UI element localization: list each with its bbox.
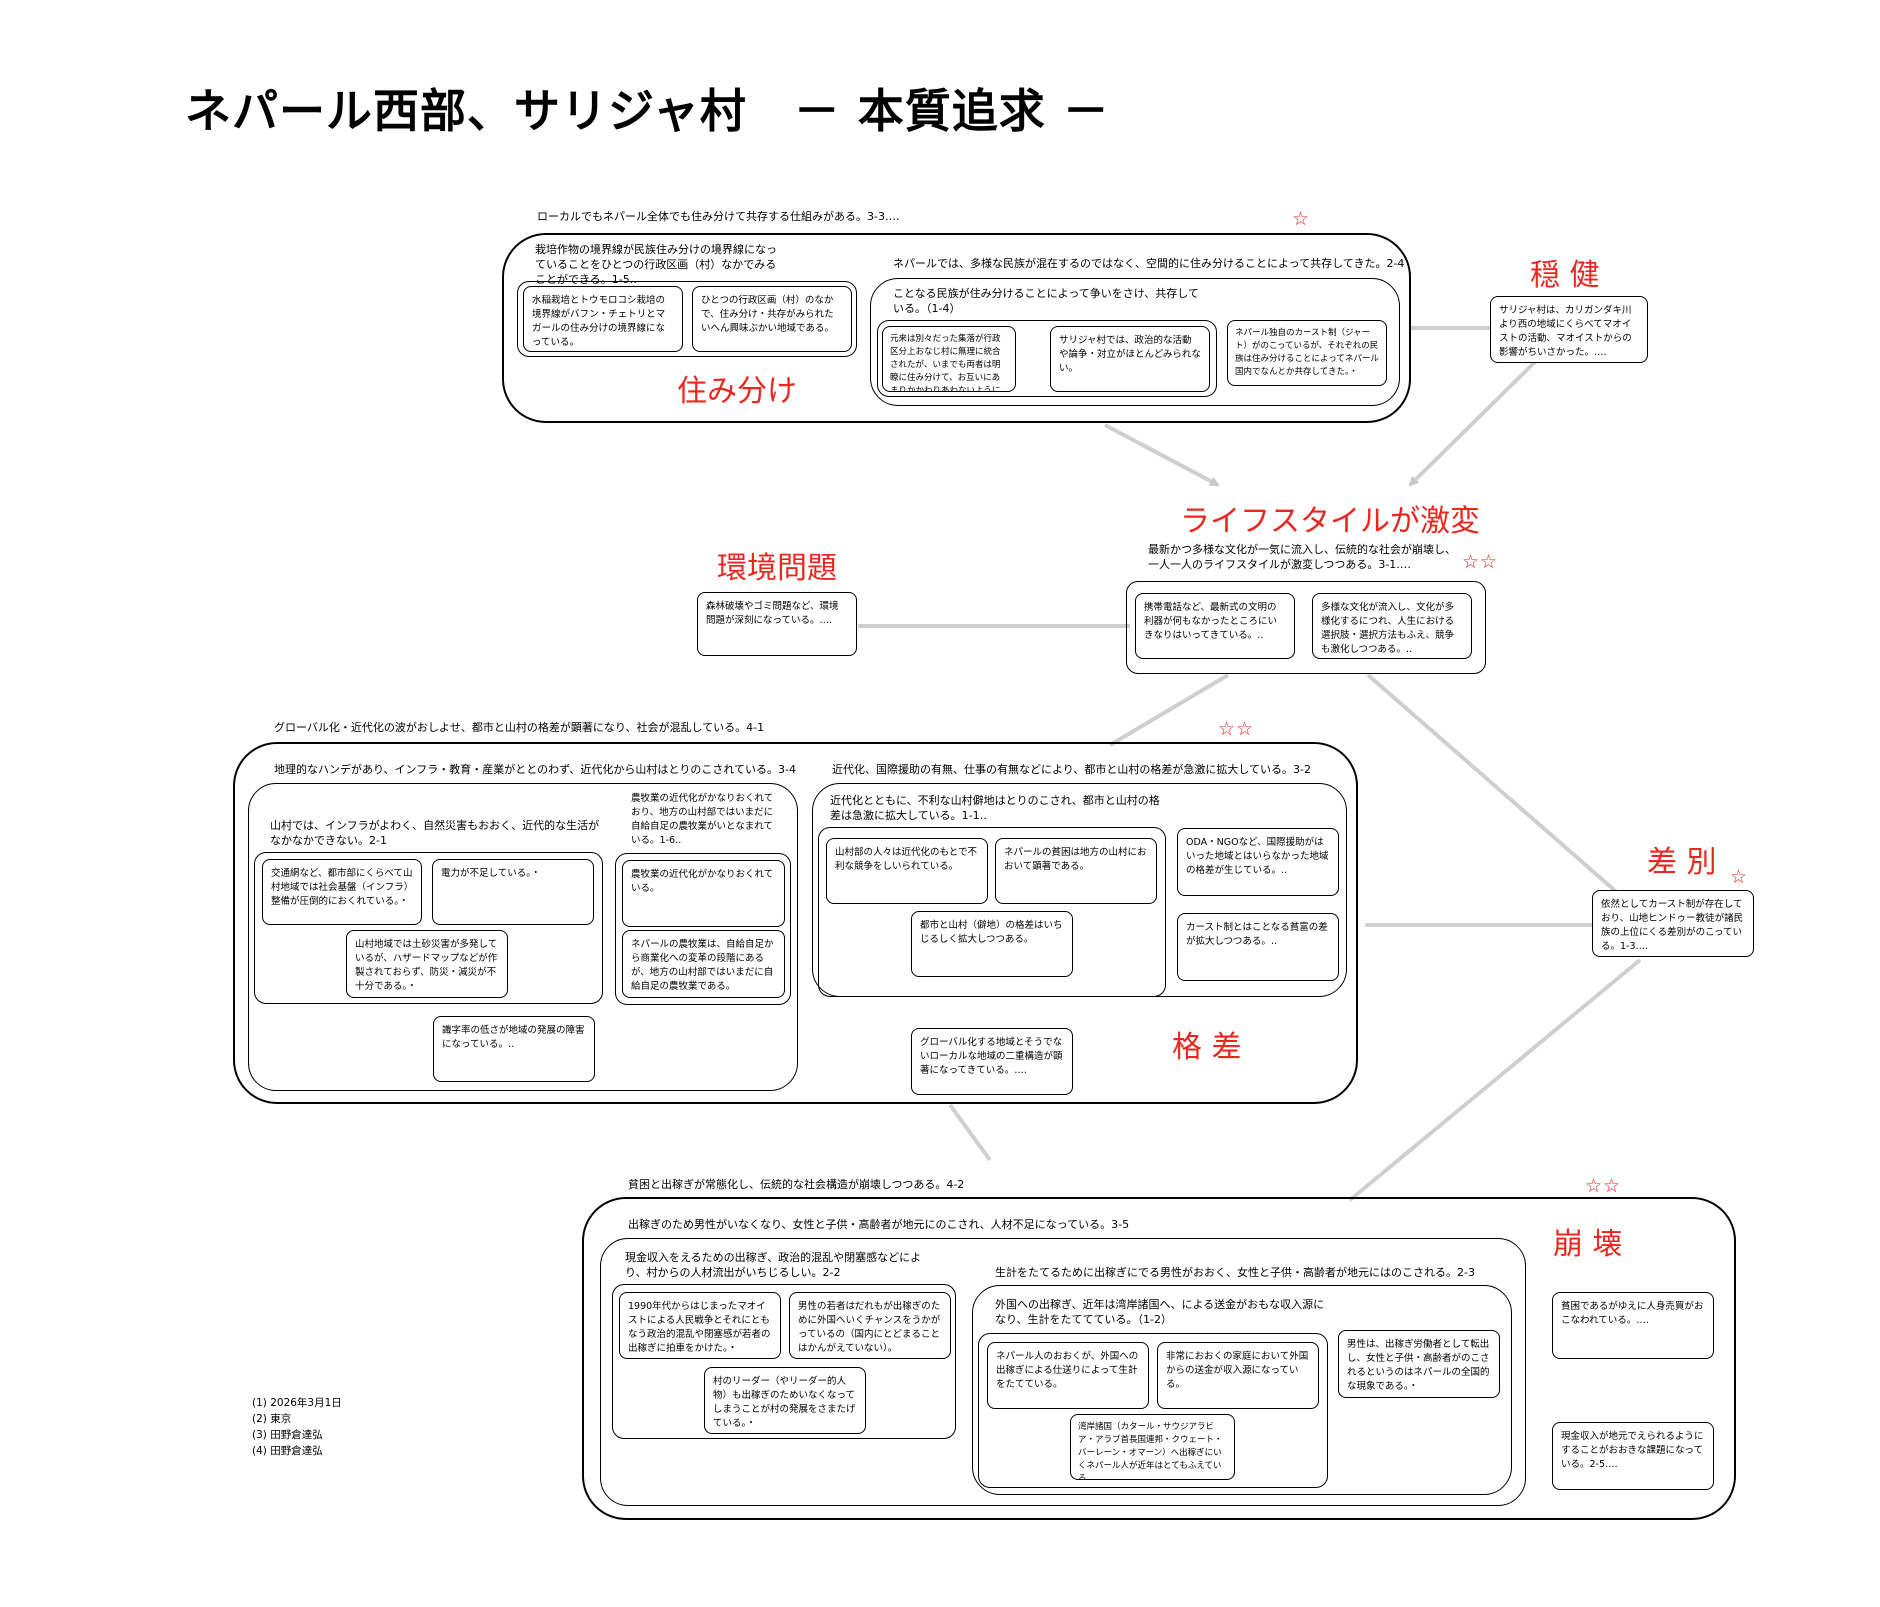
note-urban-rural-gap: 都市と山村（僻地）の格差はいちじるしく拡大しつつある。 xyxy=(911,911,1073,977)
migration-caption: 現金収入をえるための出稼ぎ、政治的混乱や閉塞感などにより、村からの人材流出がいち… xyxy=(625,1251,922,1279)
note-wealth-gap: カースト制とはことなる貧富の差が拡大しつつある。‥ xyxy=(1177,913,1339,981)
note-remittance-livelihood: ネパール人のおおくが、外国への出稼ぎによる仕送りによって生計をたてている。 xyxy=(987,1342,1149,1409)
group-c-left-caption: 地理的なハンデがあり、インフラ・教育・産業がととのわず、近代化から山村はとりのこ… xyxy=(274,763,796,776)
label-onken: 穏 健 xyxy=(1530,258,1600,293)
label-houkai: 崩 壊 xyxy=(1553,1227,1623,1262)
footnote-line: (1) 2026年3月1日 xyxy=(252,1397,342,1409)
note-gulf-states: 湾岸諸国（カタール・サウジアラビア・アラブ首長国連邦・クウェート・バーレーン・オ… xyxy=(1070,1414,1235,1480)
star-sumiwake: ☆ xyxy=(1292,208,1311,230)
label-sumiwake: 住み分け xyxy=(677,374,797,409)
label-kakusa: 格 差 xyxy=(1172,1030,1242,1065)
note-caste-coexistence: ネパール独自のカースト制（ジャート）がのこっているが、それぞれの民族は住み分ける… xyxy=(1227,320,1387,386)
group-d-sub-caption: 出稼ぎのため男性がいなくなり、女性と子供・高齢者が地元にのこされ、人材不足になっ… xyxy=(628,1218,1130,1231)
group-a-caption: ローカルでもネパール全体でも住み分けて共存する仕組みがある。3-3‥‥ xyxy=(537,210,900,223)
group-d-caption: 貧困と出稼ぎが常態化し、伝統的な社会構造が崩壊しつつある。4-2 xyxy=(628,1178,965,1191)
note-agri-modernization: 農牧業の近代化がかなりおくれている。 xyxy=(622,860,785,927)
note-diverse-culture: 多様な文化が流入し、文化が多様化するにつれ、人生における選択肢・選択方法もふえ、… xyxy=(1312,593,1472,659)
group-b-caption: 最新かつ多様な文化が一気に流入し、伝統的な社会が崩壊し、一人一人のライフスタイル… xyxy=(1148,543,1456,571)
note-no-political-conflict: サリジャ村では、政治的な活動や論争・対立がほとんどみられない。 xyxy=(1050,326,1210,392)
group-c-left-cluster xyxy=(248,783,798,1091)
group-c-caption: グローバル化・近代化の波がおしよせ、都市と山村の格差が顕著になり、社会が混乱して… xyxy=(274,721,765,734)
note-rural-poverty: ネパールの貧困は地方の山村におおいて顕著である。 xyxy=(995,838,1157,904)
note-infrastructure: 交通網など、都市部にくらべて山村地域では社会基盤（インフラ）整備が圧倒的におくれ… xyxy=(262,859,422,925)
group-c-right-caption: 近代化、国際援助の有無、仕事の有無などにより、都市と山村の格差が急激に拡大してい… xyxy=(832,763,1311,776)
note-power-shortage: 電力が不足している。・ xyxy=(432,859,594,925)
note-landslides: 山村地域では土砂災害が多発しているが、ハザードマップなどが作製されておらず、防災… xyxy=(346,930,508,998)
agri-caption: 農牧業の近代化がかなりおくれており、地方の山村部ではいまだに自給自足の農牧業がい… xyxy=(631,793,774,846)
gap-cluster xyxy=(818,827,1166,997)
infra-caption: 山村では、インフラがよわく、自然災害もおおく、近代的な生活がなかなかできない。2… xyxy=(270,819,600,847)
line-lifestyle-sabetsu xyxy=(1366,673,1622,897)
group-a-inner-caption: ことなる民族が住み分けることによって争いをさけ、共存している。（1-4） xyxy=(893,287,1199,315)
group-b-container xyxy=(1126,581,1486,674)
star-sabetsu: ☆ xyxy=(1730,866,1749,888)
star-houkai: ☆☆ xyxy=(1585,1175,1622,1197)
group-d-inner-container xyxy=(600,1238,1526,1506)
note-boundary-line: 水稲栽培とトウモロコシ栽培の境界線がバフン・チェトリとマガールの住み分けの境界線… xyxy=(523,286,683,352)
group-a-inner-cluster xyxy=(877,320,1217,397)
group-a-right-caption: ネパールでは、多様な民族が混在するのではなく、空間的に住み分けることによって共存… xyxy=(893,257,1405,270)
note-local-income: 現金収入が地元でえられるようにすることがおおきな課題になっている。2-5‥‥ xyxy=(1552,1422,1714,1490)
line-kakusa-houkai xyxy=(948,1103,992,1162)
note-onken: サリジャ村は、カリガンダキ川より西の地域にくらべてマオイストの活動、マオイストか… xyxy=(1490,296,1648,363)
note-separate-settlements: 元来は別々だった集落が行政区分上おなじ村に無理に統合されたが、いまでも両者は明瞭… xyxy=(882,326,1016,392)
group-a-left-cluster xyxy=(517,281,857,357)
group-a-container xyxy=(502,233,1411,423)
footnote-line: (2) 東京 xyxy=(252,1413,292,1425)
livelihood-caption: 生計をたてるために出稼ぎにでる男性がおおく、女性と子供・高齢者が地元にはのこされ… xyxy=(995,1266,1475,1279)
infra-cluster xyxy=(254,852,603,1004)
arrow-sumiwake-to-lifestyle xyxy=(1104,423,1220,487)
page-title: ネパール西部、サリジャ村 － 本質追求 － xyxy=(185,84,1110,138)
line-sabetsu-houkai xyxy=(1348,958,1642,1202)
star-kakusa: ☆☆ xyxy=(1218,718,1255,740)
note-men-leave: 男性は、出稼ぎ労働者として転出し、女性と子供・高齢者がのこされるというのはネパー… xyxy=(1338,1330,1500,1398)
note-dual-structure: グローバル化する地域とそうでないローカルな地域の二重構造が顕著になってきている。… xyxy=(911,1028,1073,1095)
group-c-container xyxy=(233,742,1358,1104)
footnote-line: (4) 田野倉達弘 xyxy=(252,1445,323,1457)
star-lifestyle: ☆☆ xyxy=(1462,551,1499,573)
abroad-caption: 外国への出稼ぎ、近年は湾岸諸国へ、による送金がおもな収入源になり、生計をたててて… xyxy=(995,1298,1325,1326)
abroad-cluster xyxy=(978,1333,1328,1488)
note-trafficking: 貧困であるがゆえに人身売買がおこなわれている。‥‥ xyxy=(1552,1292,1714,1359)
note-maoist-war: 1990年代からはじまったマオイストによる人民戦争とそれにともなう政治的混乱や閉… xyxy=(619,1292,781,1359)
note-coexistence-village: ひとつの行政区画（村）のなかで、住み分け・共存がみられたいへん興味ぶかい地域であ… xyxy=(692,286,852,352)
footnote-line: (3) 田野倉達弘 xyxy=(252,1429,323,1441)
line-lifestyle-kakusa xyxy=(1108,673,1230,747)
migration-cluster xyxy=(612,1284,956,1439)
label-kankyo: 環境問題 xyxy=(717,551,837,586)
note-subsistence-farming: ネパールの農牧業は、自給自足から商業化への変革の段階にあるが、地方の山村部ではい… xyxy=(622,930,785,998)
label-sabetsu: 差 別 xyxy=(1647,845,1717,880)
note-young-men-abroad: 男性の若者はだれもが出稼ぎのために外国へいくチャンスをうかがっているの（国内にと… xyxy=(789,1292,951,1359)
label-lifestyle: ライフスタイルが激変 xyxy=(1180,504,1480,539)
note-sabetsu: 依然としてカースト制が存在しており、山地ヒンドゥー教徒が諸民族の上位にくる差別が… xyxy=(1592,890,1754,957)
note-unfair-competition: 山村部の人々は近代化のもとで不利な競争をしいられている。 xyxy=(826,838,988,904)
arrow-onken-to-lifestyle xyxy=(1408,360,1537,487)
note-remittance-income: 非常におおくの家庭において外国からの送金が収入源になっている。 xyxy=(1157,1342,1319,1409)
gap-caption: 近代化とともに、不利な山村僻地はとりのこされ、都市と山村の格差は急激に拡大してい… xyxy=(830,794,1160,822)
group-d-container xyxy=(582,1197,1736,1520)
note-village-leaders: 村のリーダー（やリーダー的人物）も出稼ぎのためいなくなってしまうことが村の発展を… xyxy=(704,1367,866,1434)
group-a-left-caption: 栽培作物の境界線が民族住み分けの境界線になっていることをひとつの行政区画（村）な… xyxy=(535,243,777,286)
group-a-right-cluster xyxy=(870,278,1400,406)
footnotes: (1) 2026年3月1日 (2) 東京 (3) 田野倉達弘 (4) 田野倉達弘 xyxy=(252,1395,342,1459)
note-literacy: 識字率の低さが地域の発展の障害になっている。‥ xyxy=(433,1016,595,1082)
note-cell-phones: 携帯電話など、最新式の文明の利器が何もなかったところにいきなりはいってきている。… xyxy=(1135,593,1295,659)
livelihood-cluster xyxy=(972,1285,1512,1495)
note-oda-ngo: ODA・NGOなど、国際援助がはいった地域とはいらなかった地域の格差が生じている… xyxy=(1177,828,1339,896)
note-kankyo: 森林破壊やゴミ問題など、環境問題が深刻になっている。‥‥ xyxy=(697,592,857,656)
agri-cluster xyxy=(615,853,791,1005)
